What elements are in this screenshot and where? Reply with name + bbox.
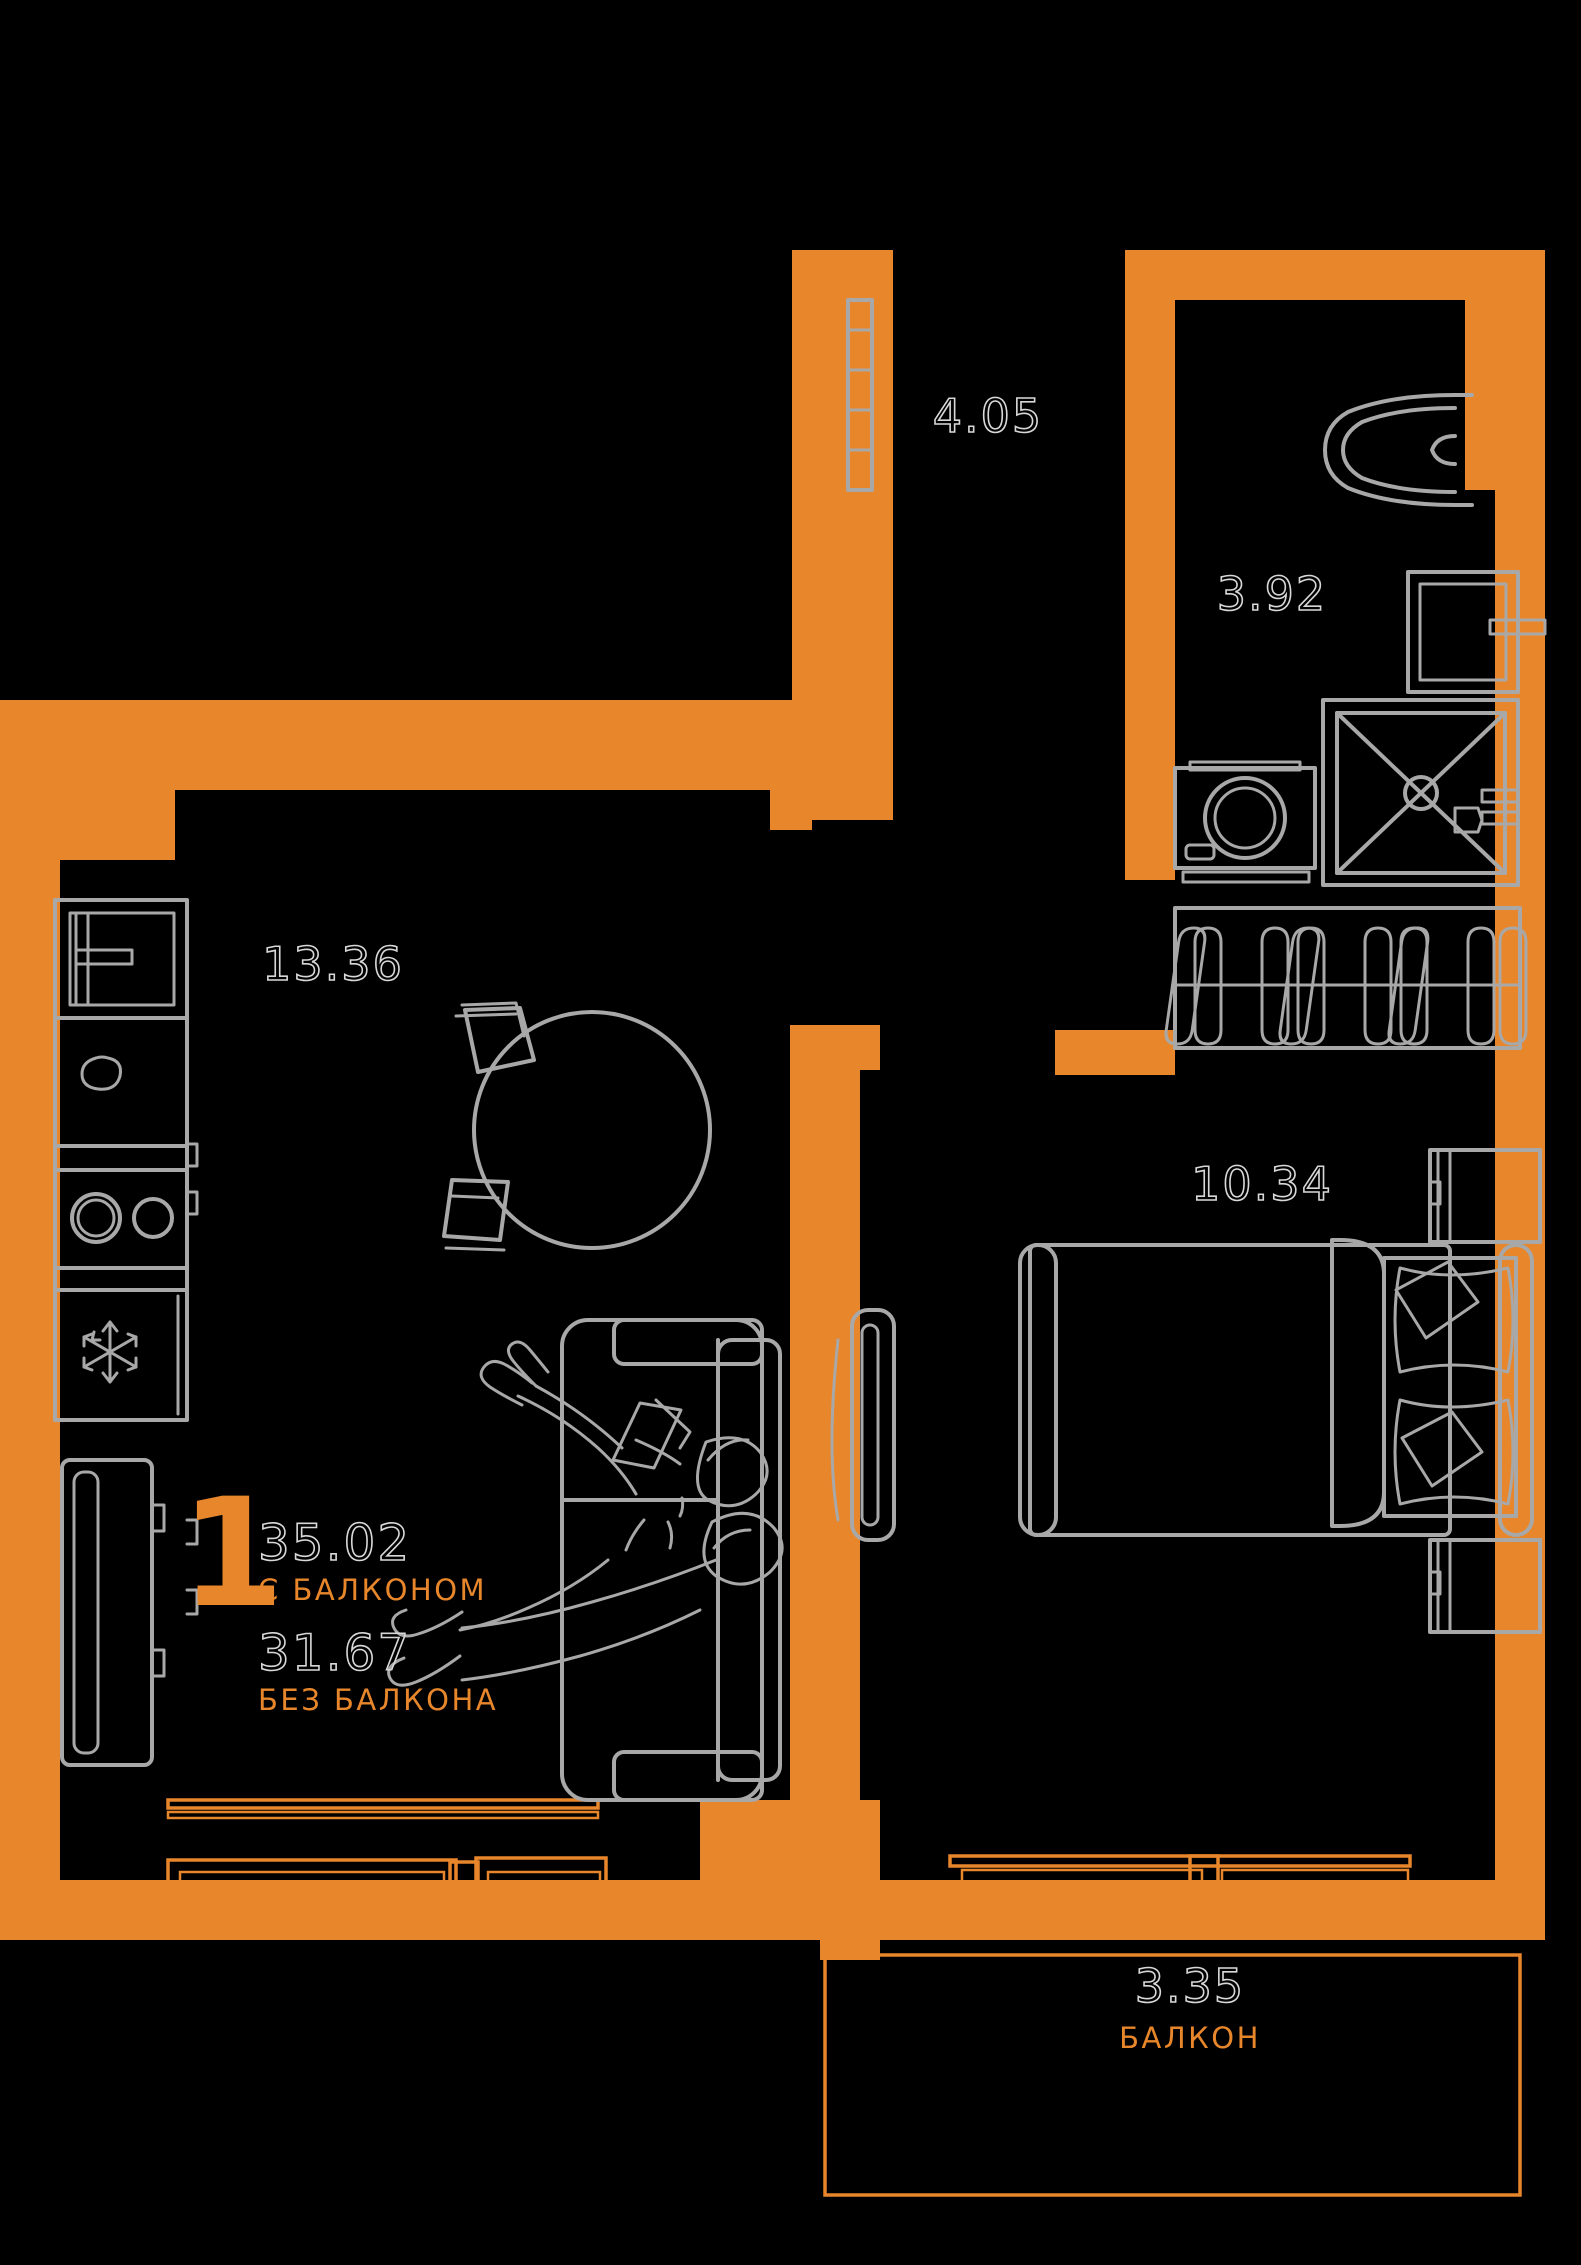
window-living-icon [166, 1798, 608, 1900]
area-bedroom: 10.34 [1191, 1157, 1333, 1211]
total-area-with-balcony: 35.02 [258, 1514, 411, 1572]
person-figure-icon [387, 1340, 784, 1687]
radiator-living-icon [60, 1458, 166, 1767]
labels-group: 4.05 3.92 13.36 10.34 3.35 БАЛКОН 1 35.0… [180, 388, 1333, 2055]
wardrobe-icon [1164, 906, 1528, 1050]
bed-icon [1018, 1238, 1534, 1537]
total-area-without-balcony: 31.67 [258, 1624, 411, 1682]
window-bedroom-icon [948, 1854, 1412, 1900]
door-entry-icon [846, 298, 874, 492]
area-kitchen-living: 13.36 [262, 937, 404, 991]
kitchen-counter-icon [53, 898, 199, 1616]
balcony-outline [823, 1953, 1522, 2197]
sofa-icon [560, 1318, 782, 1802]
radiator-bedroom-icon [830, 1308, 896, 1542]
washing-machine-icon [1173, 760, 1317, 884]
label-balcony: БАЛКОН [1119, 2021, 1261, 2055]
label-with-balcony: С БАЛКОНОМ [258, 1573, 487, 1607]
bathroom-sink-icon [1406, 570, 1547, 694]
dining-chair-icon [442, 1001, 536, 1252]
walls-group [0, 250, 1545, 1960]
shower-stall-icon [1321, 698, 1520, 887]
area-bathroom: 3.92 [1217, 567, 1327, 621]
area-hallway: 4.05 [933, 389, 1043, 443]
nightstand-icon [1428, 1148, 1542, 1634]
pillow-icon [1393, 1260, 1515, 1506]
windows-group [166, 1798, 1522, 2197]
area-balcony: 3.35 [1135, 1959, 1245, 2013]
dining-table-icon [472, 1010, 712, 1250]
rooms-count: 1 [180, 1467, 284, 1641]
toilet-icon [1323, 393, 1474, 507]
label-without-balcony: БЕЗ БАЛКОНА [258, 1683, 498, 1717]
